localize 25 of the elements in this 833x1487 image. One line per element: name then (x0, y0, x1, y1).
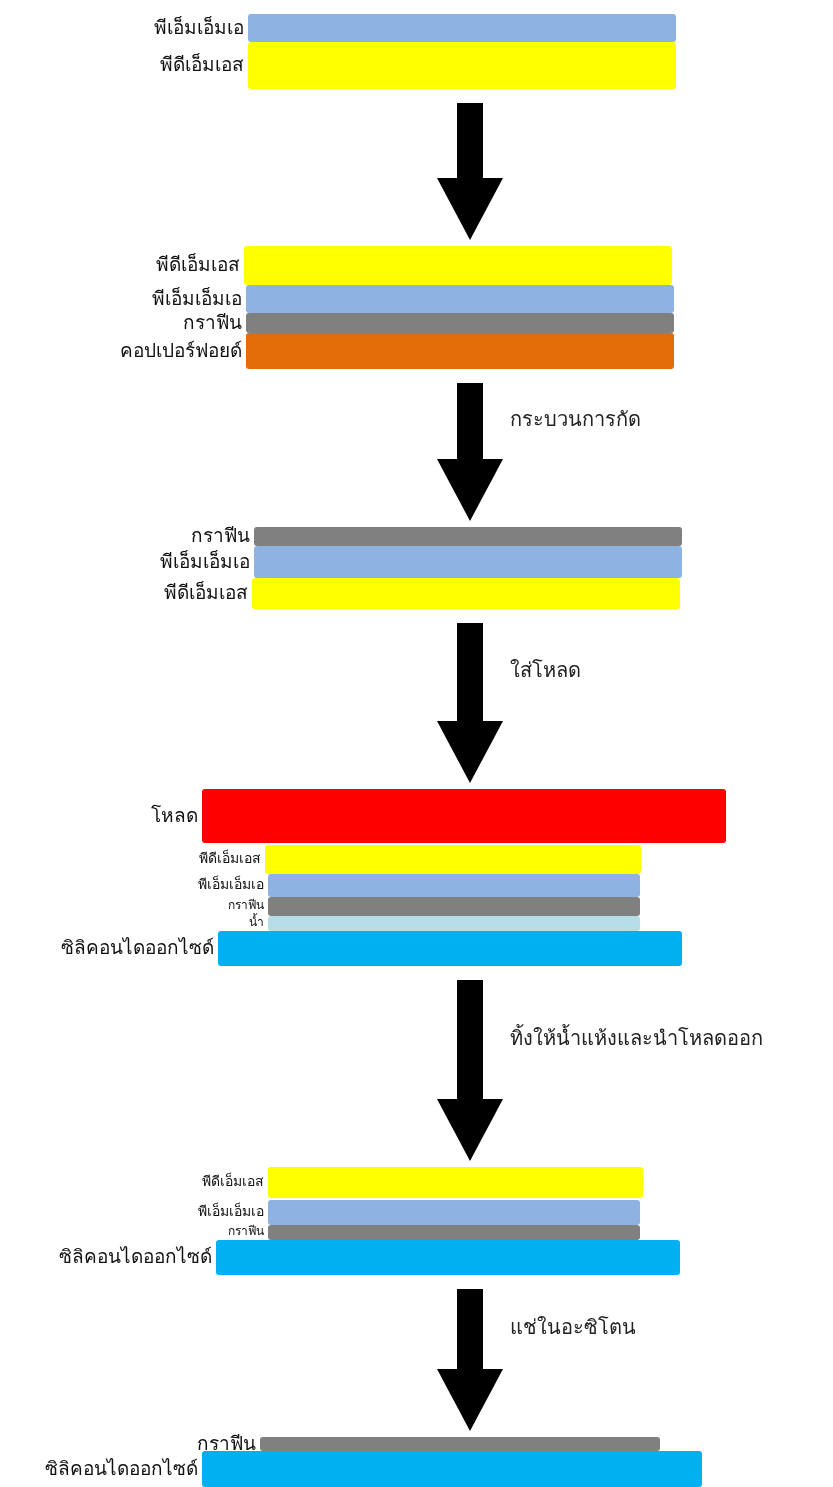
arrow (437, 383, 503, 521)
layer-label: ซิลิคอนไดออกไซด์ (45, 1457, 198, 1479)
layer-label: พีเอ็มเอ็มเอ (198, 877, 264, 893)
arrow (437, 103, 503, 240)
layer-label: พีดีเอ็มเอส (164, 582, 248, 603)
layer-label: กราฟีน (183, 311, 242, 333)
layer-label: ซิลิคอนไดออกไซด์ (61, 937, 214, 958)
layer-label: พีดีเอ็มเอส (160, 54, 244, 75)
layer-label: คอปเปอร์ฟอยด์ (120, 339, 242, 361)
arrow (437, 980, 503, 1161)
layer-label: พีเอ็มเอ็มเอ (160, 550, 250, 572)
layer-label: กราฟีน (228, 1225, 264, 1239)
layer-label: พีเอ็มเอ็มเอ (152, 287, 242, 309)
layer-label: กราฟีน (191, 525, 250, 546)
layer-label: โหลด (151, 804, 198, 826)
layer-label: กราฟีน (197, 1432, 256, 1454)
arrow (437, 1289, 503, 1431)
layer-label: กราฟีน (228, 899, 264, 913)
layer-label: ซิลิคอนไดออกไซด์ (59, 1246, 212, 1267)
layer-label: พีดีเอ็มเอส (156, 254, 240, 275)
arrow (437, 623, 503, 783)
layer-label: พีดีเอ็มเอส (202, 1174, 264, 1190)
layer-label: พีดีเอ็มเอส (199, 851, 261, 867)
layer-label: พีเอ็มเอ็มเอ (198, 1204, 264, 1220)
layer-label: พีเอ็มเอ็มเอ (154, 16, 244, 38)
